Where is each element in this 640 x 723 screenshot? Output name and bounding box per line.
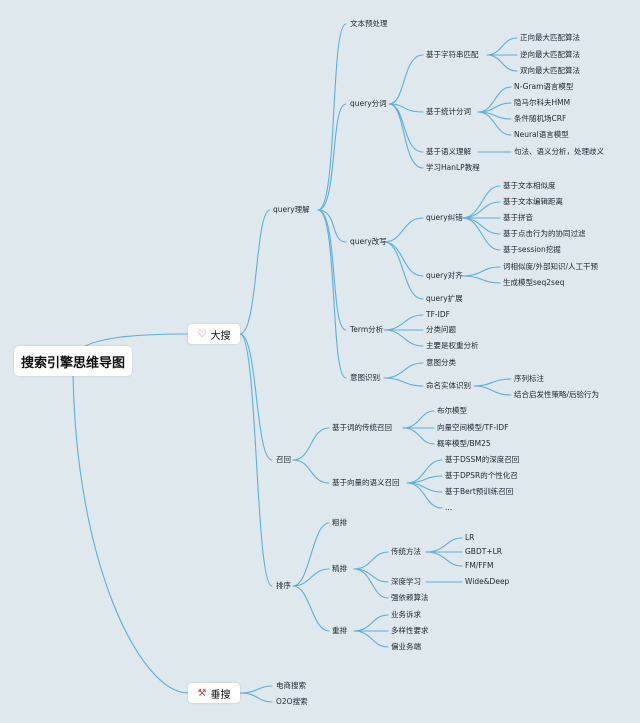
node-alignment: query对齐 <box>426 271 463 280</box>
node-lr: LR <box>465 533 475 542</box>
node-vsm: 向量空间模型/TF-IDF <box>437 423 509 432</box>
node-query-understanding: query理解 <box>273 205 310 214</box>
node-statistical-seg: 基于统计分词 <box>426 107 471 116</box>
branch-chuisou: ⚒ 垂搜 <box>188 683 240 703</box>
node-intent: 意图识别 <box>350 373 380 382</box>
node-text-preprocess: 文本预处理 <box>350 19 388 28</box>
node-dssm: 基于DSSM的深度召回 <box>445 455 520 464</box>
node-bm25: 概率模型/BM25 <box>437 439 491 448</box>
node-boolean-model: 布尔模型 <box>437 406 467 415</box>
node-coarse-rank: 粗排 <box>332 518 347 527</box>
node-bert-recall: 基于Bert预训练召回 <box>445 487 514 496</box>
node-string-match: 基于字符串匹配 <box>426 50 479 59</box>
node-sequence-labeling: 序列标注 <box>514 374 544 383</box>
node-deep-learning: 深度学习 <box>391 577 421 586</box>
node-text-similarity: 基于文本相似度 <box>503 181 556 190</box>
node-rewrite: query改写 <box>350 237 387 246</box>
node-click-cf: 基于点击行为的协同过滤 <box>503 229 586 238</box>
node-hanlp: 学习HanLP教程 <box>426 163 480 172</box>
node-tfidf: TF-IDF <box>426 310 450 319</box>
node-pinyin: 基于拼音 <box>503 213 533 222</box>
node-seq2seq: 生成模型seq2seq <box>503 278 565 287</box>
branch-dasou-label: 大搜 <box>210 330 231 342</box>
node-fine-rank: 精排 <box>332 564 347 573</box>
node-vector-recall: 基于向量的语义召回 <box>332 478 400 487</box>
node-session-mining: 基于session挖掘 <box>503 245 561 254</box>
node-syntax-semantic: 句法、语义分析，处理歧义 <box>514 147 604 156</box>
node-ngram: N-Gram语言模型 <box>514 82 574 91</box>
node-dpsr: 基于DPSR的个性化召 <box>445 471 518 480</box>
node-word-recall: 基于词的传统召回 <box>332 423 392 432</box>
node-edit-distance: 基于文本编辑距离 <box>503 197 563 206</box>
branch-dasou: ♡ 大搜 <box>188 324 240 344</box>
node-diversity: 多样性要求 <box>391 626 429 635</box>
node-ranking: 排序 <box>276 581 291 590</box>
node-fm-ffm: FM/FFM <box>465 561 494 570</box>
node-wide-deep: Wide&Deep <box>465 577 510 586</box>
node-word-similarity: 词相似度/外部知识/人工干预 <box>503 262 599 271</box>
node-backward-max-match: 逆向最大匹配算法 <box>520 50 580 59</box>
node-recall: 召回 <box>276 455 291 464</box>
node-hmm: 隐马尔科夫HMM <box>514 98 571 107</box>
node-ecommerce-search: 电商搜索 <box>276 681 306 690</box>
node-segmentation: query分词 <box>350 99 387 108</box>
node-business-demand: 业务诉求 <box>391 610 421 619</box>
node-weight-analysis: 主要是权重分析 <box>426 341 479 350</box>
node-bidirectional-max-match: 双向最大匹配算法 <box>520 66 580 75</box>
tools-icon: ⚒ <box>197 687 207 699</box>
node-heuristic-strategy: 结合启发性策略/后验行为 <box>514 390 600 399</box>
branch-chuisou-label: 垂搜 <box>210 689 231 701</box>
node-semantic-seg: 基于语义理解 <box>426 147 471 156</box>
node-expansion: query扩展 <box>426 294 463 303</box>
heart-icon: ♡ <box>197 328 207 340</box>
node-forward-max-match: 正向最大匹配算法 <box>520 33 580 42</box>
node-ner: 命名实体识别 <box>426 381 471 390</box>
node-intent-classify: 意图分类 <box>426 358 456 367</box>
node-strong-algo: 强依赖算法 <box>391 593 429 602</box>
node-rerank: 重排 <box>332 626 347 635</box>
node-ellipsis: ... <box>445 503 453 512</box>
node-gbdt-lr: GBDT+LR <box>465 547 502 556</box>
node-correction: query纠错 <box>426 213 463 222</box>
node-crf: 条件随机场CRF <box>514 114 567 123</box>
root-node: 搜索引擎思维导图 <box>14 346 132 376</box>
node-classification: 分类问题 <box>426 325 456 334</box>
node-business-side: 偏业务端 <box>391 642 421 651</box>
node-traditional: 传统方法 <box>391 547 421 556</box>
node-term-analysis: Term分析 <box>350 325 384 334</box>
node-neural-lm: Neural语言模型 <box>514 130 569 139</box>
node-o2o-search: O2O搜索 <box>276 697 308 706</box>
